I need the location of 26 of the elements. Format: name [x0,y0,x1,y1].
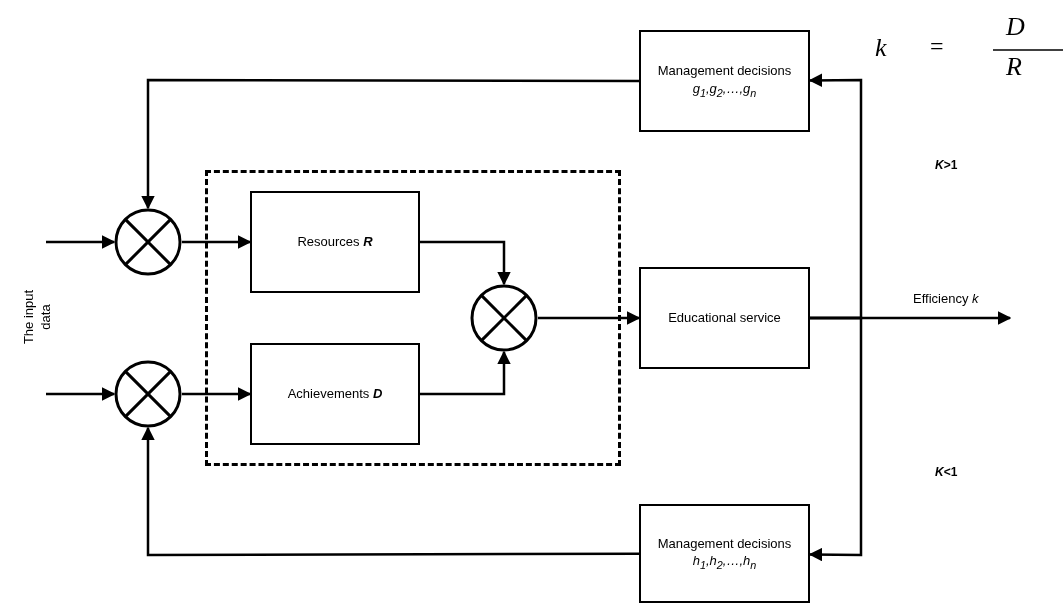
dashed-group-frame [205,170,621,466]
summing-junction [470,284,538,352]
process-box: Achievements D [250,343,420,445]
condition-label: K>1 [935,158,958,172]
axis-caption: The input data [21,288,54,347]
process-box: Management decisions h$_{1}$,h$_{2}$,…,h$_{n}$ [639,504,810,603]
edge-label: Efficiency k [913,291,979,306]
condition-label: K<1 [935,465,958,479]
process-box: Resources R [250,191,420,293]
formula-symbol: R [1006,52,1022,82]
arrow [182,235,252,249]
formula-symbol: D [1006,12,1025,42]
arrow [46,235,116,249]
process-box: Management decisions g$_{1}$,g$_{2}$,…,g$_{n}$ [639,30,810,132]
arrow [141,426,639,557]
arrow [46,387,116,401]
formula-symbol: = [930,33,944,60]
arrow [141,78,639,210]
formula-symbol: k [875,33,887,63]
arrow [182,387,252,401]
arrow [538,311,641,325]
summing-junction [114,360,182,428]
summing-junction [114,208,182,276]
arrow [420,350,511,396]
arrow [420,240,511,286]
process-box: Educational service [639,267,810,369]
